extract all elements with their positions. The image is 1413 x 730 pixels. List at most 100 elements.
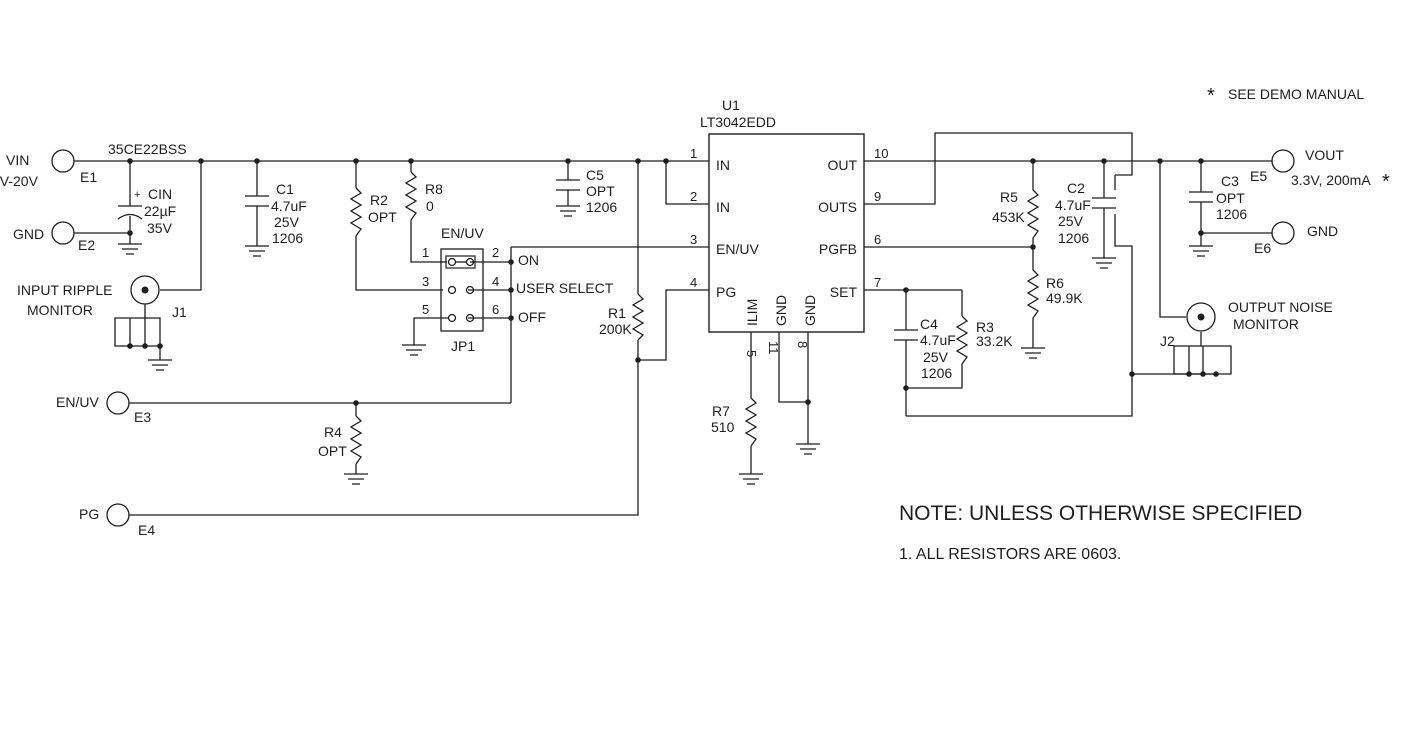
c1-symbol [245, 195, 269, 207]
j2-ref: J2 [1160, 333, 1175, 349]
ground-icon [1189, 245, 1213, 257]
r3-value: 33.2K [976, 333, 1013, 349]
pin-number-enuv: 3 [690, 232, 697, 247]
pin-label-enuv: EN/UV [716, 241, 759, 257]
c2-ref: C2 [1067, 180, 1085, 196]
r2-ref: R2 [370, 192, 388, 208]
c5-value: OPT [586, 183, 615, 199]
jp1-pin1-icon [447, 257, 457, 267]
c1-voltage: 25V [274, 214, 300, 230]
pin-number-pgfb: 6 [874, 232, 881, 247]
jp1-position-off: OFF [518, 309, 546, 325]
ground-icon [556, 205, 580, 217]
pin-label-in2: IN [716, 199, 730, 215]
ground-icon [1021, 347, 1045, 359]
e1-ref: E1 [80, 169, 97, 185]
c3-value: OPT [1216, 190, 1245, 206]
c2-symbol [1092, 197, 1116, 209]
bnc-connectors [130, 275, 1216, 332]
pin-label-pgfb: PGFB [819, 241, 857, 257]
r6-zigzag [1026, 269, 1040, 319]
vin-label: VIN [6, 152, 29, 168]
demo-note: SEE DEMO MANUAL [1228, 86, 1364, 102]
r8-zigzag [404, 171, 418, 221]
c2-size: 1206 [1058, 230, 1089, 246]
note-heading: NOTE: UNLESS OTHERWISE SPECIFIED [899, 502, 1302, 525]
pin-label-outs: OUTS [818, 199, 857, 215]
note-item-1: 1. ALL RESISTORS ARE 0603. [899, 546, 1121, 563]
jp1-position-on: ON [518, 252, 539, 268]
cin-voltage: 35V [147, 220, 173, 236]
j1-line2: MONITOR [27, 302, 93, 318]
ic-part: LT3042EDD [700, 114, 776, 130]
pin-number-ilim: 5 [744, 350, 759, 357]
e5-ref: E5 [1250, 168, 1267, 184]
enuv-label: EN/UV [56, 394, 99, 410]
diode-label: 35CE22BSS [108, 141, 187, 157]
r7-ref: R7 [712, 403, 730, 419]
ground-icon [1092, 257, 1116, 269]
c5-size: 1206 [586, 199, 617, 215]
e2-terminal-icon [51, 221, 75, 245]
r4-ref: R4 [324, 424, 342, 440]
r3-zigzag [955, 315, 969, 365]
capacitor-symbols [117, 179, 1213, 341]
r4-zigzag [349, 415, 363, 465]
jp1-pin6-icon [465, 313, 475, 323]
jp1-pin-1: 1 [422, 245, 429, 260]
r4-value: OPT [318, 443, 347, 459]
e3-ref: E3 [134, 409, 151, 425]
vout-spec: 3.3V, 200mA [1291, 172, 1371, 188]
r1-value: 200K [599, 321, 632, 337]
pin-number-pg: 4 [690, 275, 697, 290]
cin-plus: + [134, 189, 140, 201]
e5-terminal-icon [1271, 149, 1295, 173]
pin-label-out: OUT [827, 157, 857, 173]
j2-line1: OUTPUT NOISE [1228, 299, 1333, 315]
cin-symbol [117, 205, 143, 220]
jp1-pin-6: 6 [492, 302, 499, 317]
vout-star: * [1382, 171, 1390, 193]
j1-line1: INPUT RIPPLE [17, 282, 112, 298]
e6-ref: E6 [1254, 240, 1271, 256]
c2-voltage: 25V [1058, 213, 1084, 229]
r2-zigzag [349, 187, 363, 237]
c4-size: 1206 [921, 365, 952, 381]
jp1-pin4-icon [465, 285, 475, 295]
c3-symbol [1189, 191, 1213, 203]
r5-zigzag [1026, 189, 1040, 239]
r5-value: 453K [992, 209, 1025, 225]
c5-symbol [556, 179, 580, 191]
cin-value: 22µF [144, 203, 176, 219]
c2-value: 4.7uF [1055, 197, 1091, 213]
gnd-out-label: GND [1307, 223, 1338, 239]
pin-number-gnd-a: 11 [766, 341, 781, 355]
j1-connector-icon [130, 275, 160, 305]
pin-number-set: 7 [874, 275, 881, 290]
jp1-shunt [445, 255, 476, 269]
pin-label-ilim: ILIM [744, 299, 760, 326]
r1-zigzag [631, 293, 645, 341]
c3-ref: C3 [1221, 173, 1239, 189]
r2-value: OPT [368, 209, 397, 225]
pin-label-in1: IN [716, 157, 730, 173]
r1-ref: R1 [608, 305, 626, 321]
c1-size: 1206 [272, 230, 303, 246]
e6-terminal-icon [1271, 221, 1295, 245]
pin-label-gnd-b: GND [802, 295, 818, 326]
r5-ref: R5 [1000, 189, 1018, 205]
c1-value: 4.7uF [271, 198, 307, 214]
demo-note-star: * [1207, 85, 1215, 107]
pin-number-in2: 2 [690, 189, 697, 204]
e1-terminal-icon [51, 149, 75, 173]
gnd-in-label: GND [13, 226, 44, 242]
e4-terminal-icon [106, 503, 130, 527]
pin-label-gnd-a: GND [773, 295, 789, 326]
resistor-symbols [349, 171, 1040, 465]
jp1-pin-5: 5 [422, 302, 429, 317]
pin-number-out: 10 [874, 146, 888, 161]
ic-body [708, 133, 865, 333]
r3-ref: R3 [976, 319, 994, 335]
jp1-pin3-icon [447, 285, 457, 295]
ground-icon [245, 245, 269, 257]
